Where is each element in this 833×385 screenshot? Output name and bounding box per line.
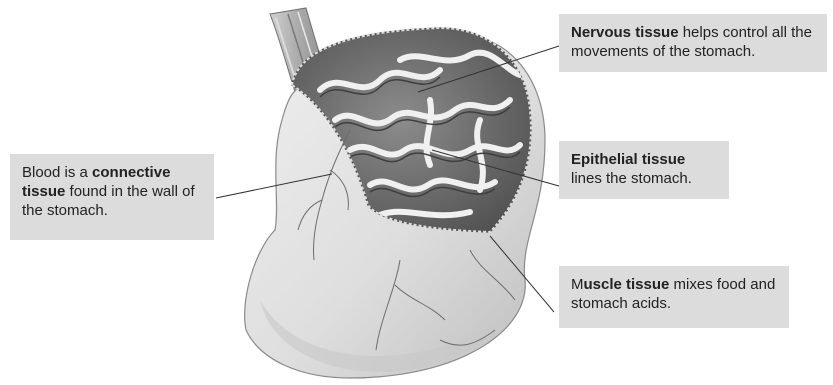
epithelial-tissue-term: Epithelial tissue: [571, 150, 717, 169]
nervous-tissue-term: Nervous tissue: [571, 24, 679, 41]
muscle-tissue-initial: M: [571, 276, 584, 293]
muscle-tissue-label: Muscle tissue mixes food and stomach aci…: [559, 266, 789, 328]
connective-tissue-intro: Blood is a: [22, 164, 92, 181]
nervous-tissue-label: Nervous tissue helps control all the mov…: [559, 14, 827, 72]
connective-tissue-label: Blood is a connective tissue found in th…: [10, 154, 214, 240]
muscle-tissue-term: uscle tissue: [584, 276, 670, 293]
epithelial-tissue-label: Epithelial tissuelines the stomach.: [559, 141, 729, 199]
epithelial-tissue-description: lines the stomach.: [571, 170, 692, 187]
